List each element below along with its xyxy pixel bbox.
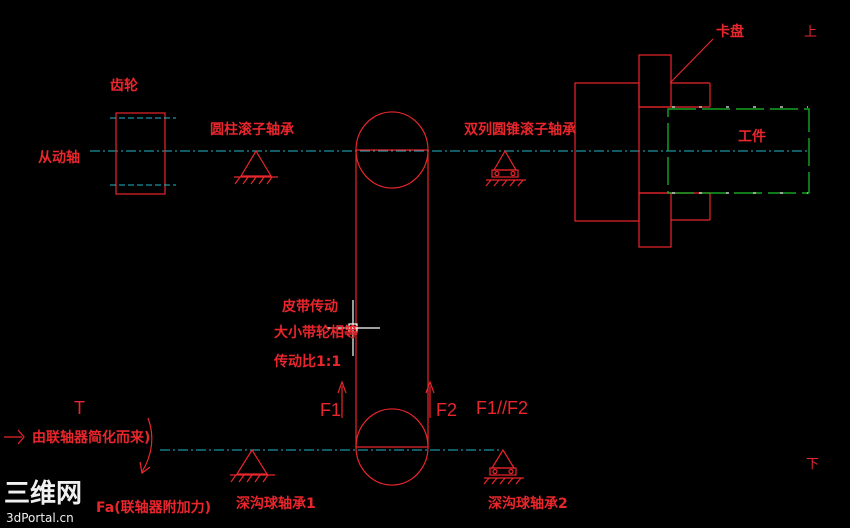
label-gear: 齿轮 <box>110 77 138 94</box>
label-groove-bearing1: 深沟球轴承1 <box>236 495 316 512</box>
groove-bearing2-support <box>483 448 524 485</box>
label-belt-equal: 大小带轮相等 <box>274 324 358 341</box>
chuck <box>574 38 714 248</box>
cyl-bearing-support <box>234 149 278 185</box>
label-down: 下 <box>806 457 819 472</box>
force-arrow-f1 <box>337 380 347 418</box>
watermark-main: 三维网 <box>4 478 82 509</box>
watermark-sub: 3dPortal.cn <box>6 511 74 525</box>
belt-drive <box>355 111 429 486</box>
force-arrow-f2 <box>425 380 435 418</box>
label-fa: Fa(联轴器附加力) <box>96 499 211 516</box>
gear <box>110 112 176 195</box>
label-taper-bearing: 双列圆锥滚子轴承 <box>464 121 576 138</box>
label-up: 上 <box>804 25 817 40</box>
label-f1-parallel-f2: F1//F2 <box>476 398 528 418</box>
label-torque-t: T <box>74 398 85 418</box>
crosshair-cursor <box>327 300 380 356</box>
label-driven-shaft: 从动轴 <box>38 149 80 166</box>
label-workpiece: 工件 <box>738 128 766 145</box>
label-from-coupling: 由联轴器简化而来) <box>32 429 150 446</box>
workpiece <box>667 106 810 194</box>
label-groove-bearing2: 深沟球轴承2 <box>488 495 568 512</box>
left-edge-marks <box>4 429 25 445</box>
torque-curved-arrow <box>139 417 153 475</box>
label-belt-drive: 皮带传动 <box>281 298 338 315</box>
label-chuck: 卡盘 <box>716 23 744 40</box>
label-belt-ratio: 传动比1:1 <box>273 353 341 370</box>
label-f2: F2 <box>436 400 457 420</box>
watermark: 三维网 3dPortal.cn <box>4 478 82 525</box>
groove-bearing1-support <box>230 448 275 483</box>
label-cyl-bearing: 圆柱滚子轴承 <box>210 121 294 138</box>
taper-bearing-support <box>485 149 526 187</box>
label-f1: F1 <box>320 400 341 420</box>
